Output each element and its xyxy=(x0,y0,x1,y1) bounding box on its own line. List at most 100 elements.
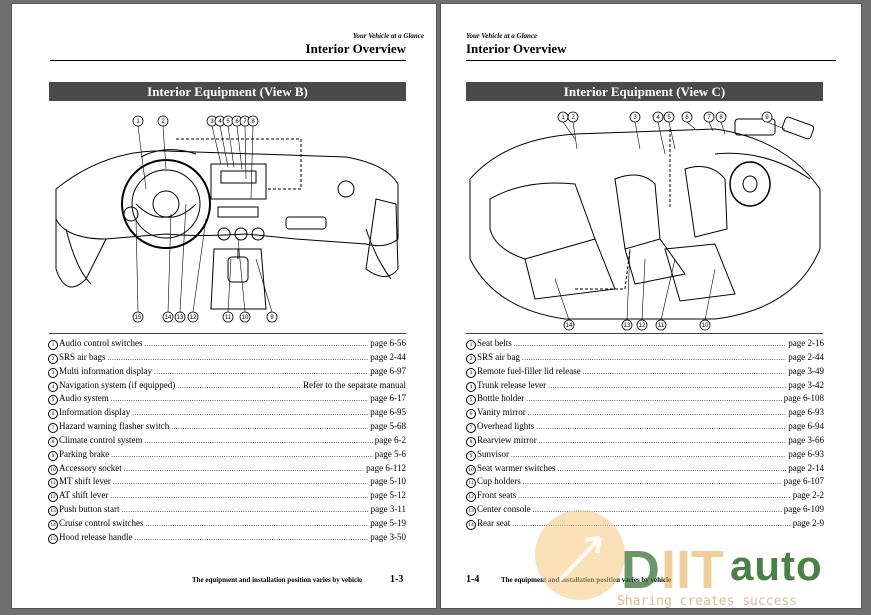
callout-number: 6 xyxy=(685,115,689,121)
item-number: 13 xyxy=(466,506,476,517)
item-label: Front seats xyxy=(477,490,517,501)
dot-leader xyxy=(533,504,782,517)
callout-marker xyxy=(563,319,575,331)
item-label: MT shift lever xyxy=(59,476,111,487)
dot-leader xyxy=(145,435,373,448)
running-head: Your Vehicle at a Glance xyxy=(352,32,424,40)
callout-number: 14 xyxy=(165,315,172,321)
item-page-ref: page 6-109 xyxy=(783,504,824,515)
callout-leader-line xyxy=(227,258,232,313)
dot-leader xyxy=(177,380,301,393)
divider xyxy=(49,333,406,334)
item-page-ref: page 6-107 xyxy=(783,476,824,487)
item-label: AT shift lever xyxy=(59,490,109,501)
callout-leader-line xyxy=(244,125,247,180)
item-number: 5 xyxy=(48,395,58,406)
list-item: 9Sunvisorpage 6-93 xyxy=(466,448,824,462)
title-rule xyxy=(50,60,406,61)
item-page-ref: page 6-93 xyxy=(788,407,824,418)
callout-leader-line xyxy=(137,125,147,190)
page-number: 1-4 xyxy=(466,574,480,585)
section-heading: Interior Equipment (View C) xyxy=(466,82,823,101)
callout-leader-line xyxy=(572,121,578,150)
dot-leader xyxy=(134,532,368,545)
item-page-ref: page 3-11 xyxy=(370,504,406,515)
callout-number: 2 xyxy=(571,115,575,121)
callout-leader-line xyxy=(686,121,696,130)
callout-number: 12 xyxy=(190,315,197,321)
page-title: Interior Overview xyxy=(305,41,406,56)
callout-leader-line xyxy=(634,121,641,150)
callout-leader-line xyxy=(641,258,646,321)
page-number: 1-3 xyxy=(390,574,404,585)
dot-leader xyxy=(108,352,369,365)
callout-marker xyxy=(132,115,144,127)
item-page-ref: page 6-2 xyxy=(374,434,406,445)
callout-number: 3 xyxy=(210,119,214,125)
callout-number: 5 xyxy=(226,119,230,125)
callout-number: 14 xyxy=(566,323,573,329)
item-page-ref: page 3-42 xyxy=(788,379,824,390)
callout-marker xyxy=(703,111,715,123)
callout-number: 1 xyxy=(136,119,140,125)
item-label: Audio control switches xyxy=(59,338,143,348)
item-number: 11 xyxy=(48,478,58,489)
callout-marker xyxy=(636,319,648,331)
dot-leader xyxy=(154,366,368,379)
dot-leader xyxy=(145,338,369,351)
dot-leader xyxy=(122,504,369,517)
item-label: Seat warmer switches xyxy=(477,462,556,473)
item-number: 2 xyxy=(48,353,58,364)
callout-number: 12 xyxy=(639,323,646,329)
callout-number: 1 xyxy=(561,115,565,121)
item-page-ref: page 3-49 xyxy=(788,365,824,376)
dot-leader xyxy=(528,407,787,420)
item-page-ref: page 2-44 xyxy=(788,351,824,362)
item-label: Rear seat xyxy=(477,517,511,528)
callout-leader-line xyxy=(562,121,576,140)
dot-leader xyxy=(539,435,787,448)
item-number: 8 xyxy=(466,436,476,447)
callout-number: 10 xyxy=(702,323,709,329)
item-number: 12 xyxy=(466,492,476,503)
item-label: SRS air bag xyxy=(477,351,521,362)
dot-leader xyxy=(110,490,368,503)
item-number: 5 xyxy=(466,395,476,406)
dot-leader xyxy=(132,407,368,420)
callout-leader-line xyxy=(720,121,726,135)
title-rule xyxy=(466,60,836,61)
section-heading: Interior Equipment (View B) xyxy=(49,82,406,101)
item-label: Push button start xyxy=(59,504,120,515)
right-page: Your Vehicle at a Glance Interior Overvi… xyxy=(441,4,861,608)
callout-marker xyxy=(174,311,186,323)
callout-marker xyxy=(567,111,579,123)
item-label: Hazard warning flasher switch xyxy=(59,421,170,432)
item-label: Trunk release lever xyxy=(477,379,547,390)
callout-number: 2 xyxy=(161,119,165,125)
item-number: 1 xyxy=(466,340,476,350)
item-number: 13 xyxy=(48,506,58,517)
item-number: 10 xyxy=(466,464,476,475)
item-page-ref: page 2-44 xyxy=(370,351,406,362)
item-number: 9 xyxy=(466,450,476,461)
dot-leader xyxy=(557,463,786,476)
callout-marker xyxy=(239,311,251,323)
callout-number: 13 xyxy=(624,323,631,329)
callout-marker xyxy=(132,311,144,323)
item-page-ref: page 3-66 xyxy=(788,434,824,445)
dot-leader xyxy=(111,393,368,406)
